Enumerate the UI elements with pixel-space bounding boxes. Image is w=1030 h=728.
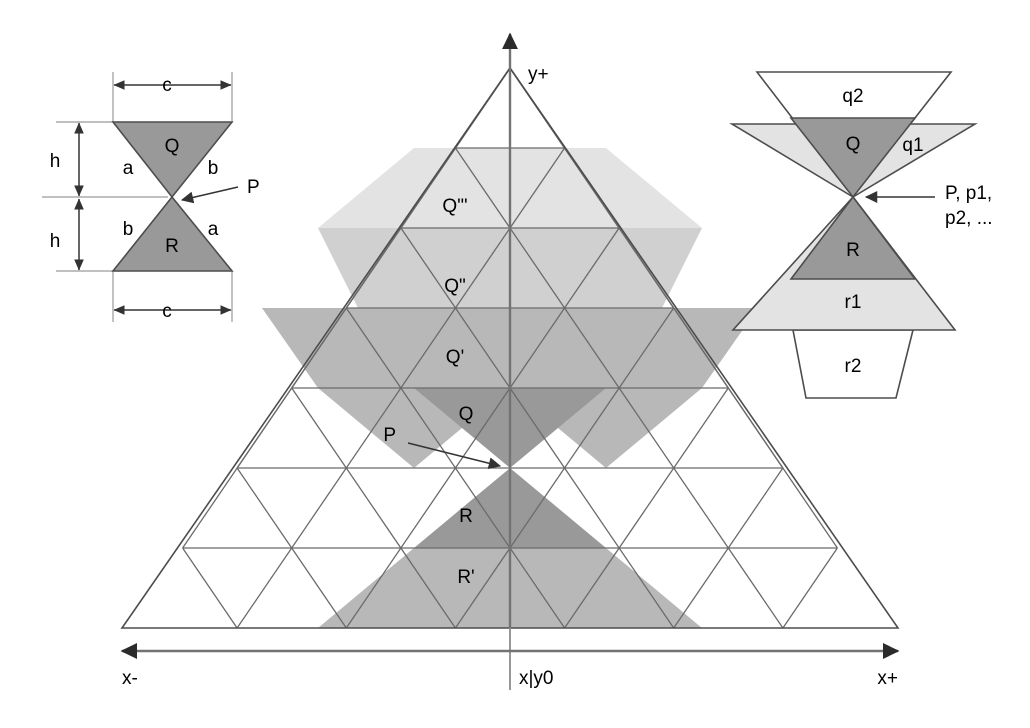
grid-d2-j xyxy=(454,307,675,629)
left-triangle-Q xyxy=(111,121,234,199)
label-side-a-lower: a xyxy=(208,219,219,240)
left-p-leader xyxy=(180,186,239,204)
label-h-bottom: h xyxy=(50,231,61,252)
label-q1: q1 xyxy=(902,135,923,156)
grid-d2-h xyxy=(673,467,784,629)
cone-R xyxy=(789,195,917,280)
center-lattice-panel: Q"' Q" Q' Q R R' P y+ x- x|y0 x+ xyxy=(120,32,900,690)
label-side-a-upper: a xyxy=(123,158,134,179)
label-cone-R: R xyxy=(846,240,860,261)
label-side-b-upper: b xyxy=(208,158,219,179)
label-h-top: h xyxy=(50,151,61,172)
grid-d2-k xyxy=(345,227,620,629)
left-triangle-R xyxy=(111,195,234,272)
label-left-R: R xyxy=(165,236,179,257)
label-x-origin: x|y0 xyxy=(519,668,554,689)
grid-d2-i xyxy=(564,387,729,629)
label-c-top: c xyxy=(162,75,172,96)
cone-Q xyxy=(789,117,917,199)
label-left-Q: Q xyxy=(165,136,180,157)
label-Qpp: Q" xyxy=(444,276,466,297)
label-right-P-line1: P, p1, xyxy=(945,183,992,204)
grid-d1-g xyxy=(182,547,238,629)
lattice-p-leader xyxy=(407,442,502,470)
label-Qppp: Q"' xyxy=(442,196,467,217)
left-bowtie-panel: c c h h a b b a Q R P xyxy=(42,72,260,322)
label-r1: r1 xyxy=(845,292,862,313)
label-q2: q2 xyxy=(842,86,863,107)
label-Q: Q xyxy=(459,404,474,425)
label-lattice-P: P xyxy=(383,425,396,446)
label-x-positive: x+ xyxy=(877,668,898,689)
label-Qp: Q' xyxy=(446,347,464,368)
label-cone-Q: Q xyxy=(846,134,861,155)
label-left-P: P xyxy=(247,177,260,198)
label-r2: r2 xyxy=(845,356,862,377)
label-y-positive: y+ xyxy=(528,64,549,85)
label-side-b-lower: b xyxy=(123,219,134,240)
right-cone-panel: q2 q1 Q R r1 r2 P, p1, p2, ... xyxy=(729,71,993,399)
label-x-negative: x- xyxy=(122,668,138,689)
grid-d1-k xyxy=(400,227,675,629)
grid-d2-g xyxy=(782,547,838,629)
grid-d1-i xyxy=(291,387,456,629)
label-right-P-line2: p2, ... xyxy=(945,208,993,229)
label-c-bottom: c xyxy=(162,301,172,322)
label-Rp: R' xyxy=(457,567,474,588)
label-R: R xyxy=(459,506,473,527)
